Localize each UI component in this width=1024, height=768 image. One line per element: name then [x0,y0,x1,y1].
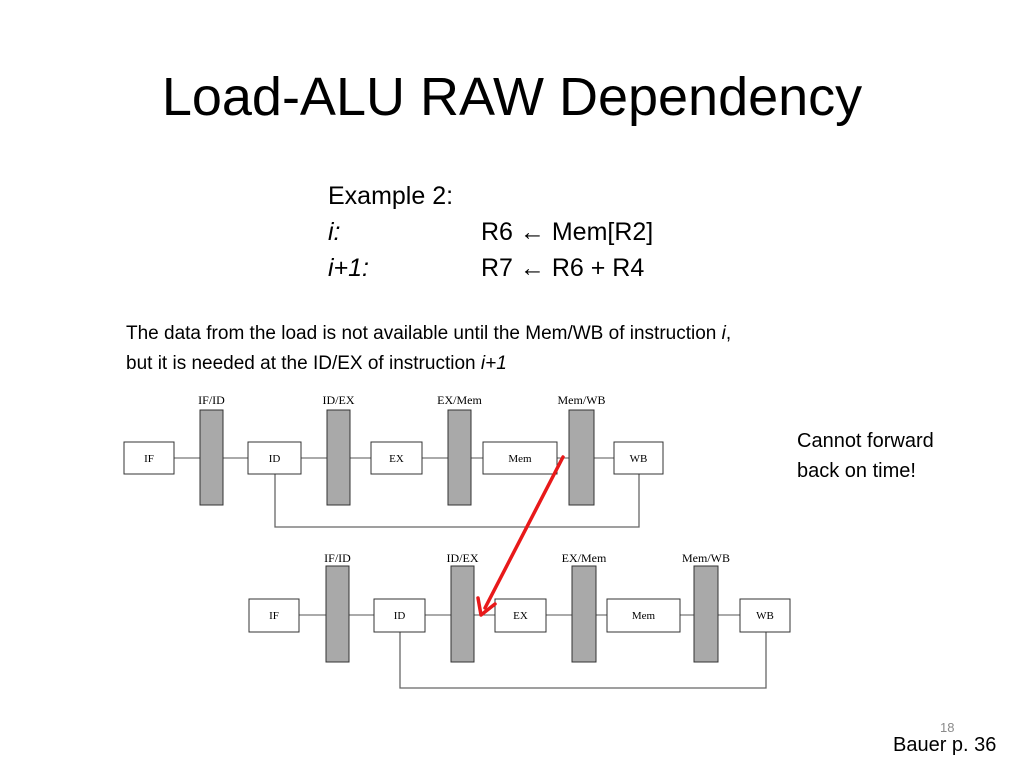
description-text-span: The data from the load is not available … [126,323,722,344]
stage-label: ID [394,610,406,622]
pipeline-register-if-id [199,409,224,506]
slide-title: Load-ALU RAW Dependency [161,67,863,127]
instruction-text: R6 ← Mem[R2] [481,218,654,246]
pipeline-register-mem-wb [693,565,719,663]
example-row-i: i: R6 ← Mem[R2] [328,214,653,250]
stage-label: ID [269,453,281,465]
example-heading: Example 2: [328,182,454,210]
note-line-1: Cannot forward [797,430,934,452]
note-line-2: back on time! [797,460,916,482]
register-label: IF/ID [198,393,225,407]
register-label: Mem/WB [558,393,606,407]
stage-box-ex [370,441,423,475]
pipeline-register-id-ex [326,409,351,506]
stage-box-mem [482,441,558,475]
stage-label: WB [630,453,648,465]
stage-box-wb [613,441,664,475]
stage-label: WB [756,610,774,622]
stage-box-wb [739,598,791,633]
description-text: The data from the load is not available … [126,319,731,379]
stage-box-id [373,598,426,633]
slide-number: 18 [940,720,955,735]
stage-box-if [248,598,300,633]
stage-label: Mem [508,453,532,465]
forwarding-note: Cannot forward back on time! [797,426,934,486]
stage-label: Mem [632,610,656,622]
example-row-i-plus-1: i+1: R7 ← R6 + R4 [328,250,644,286]
description-line-1: The data from the load is not available … [126,319,731,349]
stage-box-if [123,441,175,475]
stage-box-mem [606,598,681,633]
pipeline-register-ex-mem [447,409,472,506]
description-text-span: , [725,323,732,344]
dependency-arrow-shaft [483,455,565,610]
stage-label: EX [389,453,404,465]
description-line-2: but it is needed at the ID/EX of instruc… [126,349,731,379]
instruction-text: R7 ← R6 + R4 [481,254,645,282]
stage-label: EX [513,610,528,622]
pipeline-register-mem-wb [568,409,595,506]
example-block: Example 2: i: R6 ← Mem[R2] i+1: R7 ← R6 … [328,178,653,286]
register-label: ID/EX [323,393,355,407]
instruction-label: i+1: [328,254,370,282]
dependency-arrow-head [476,596,497,617]
register-label: EX/Mem [437,393,482,407]
register-label: ID/EX [447,551,479,565]
stage-box-ex [494,598,547,633]
stage-label: IF [269,610,279,622]
instruction-label: i: [328,218,341,246]
stage-box-id [247,441,302,475]
writeback-loop-line [399,631,767,689]
description-italic: i+1 [480,353,507,374]
register-label: Mem/WB [682,551,730,565]
description-text-span: but it is needed at the ID/EX of instruc… [126,353,481,374]
description-italic: i [721,323,726,344]
register-label: IF/ID [324,551,351,565]
pipeline-register-id-ex [450,565,475,663]
stage-label: IF [144,453,154,465]
writeback-loop-line [274,474,640,528]
pipeline-register-if-id [325,565,350,663]
citation: Bauer p. 36 [893,734,997,756]
pipeline-register-ex-mem [571,565,597,663]
register-label: EX/Mem [562,551,607,565]
